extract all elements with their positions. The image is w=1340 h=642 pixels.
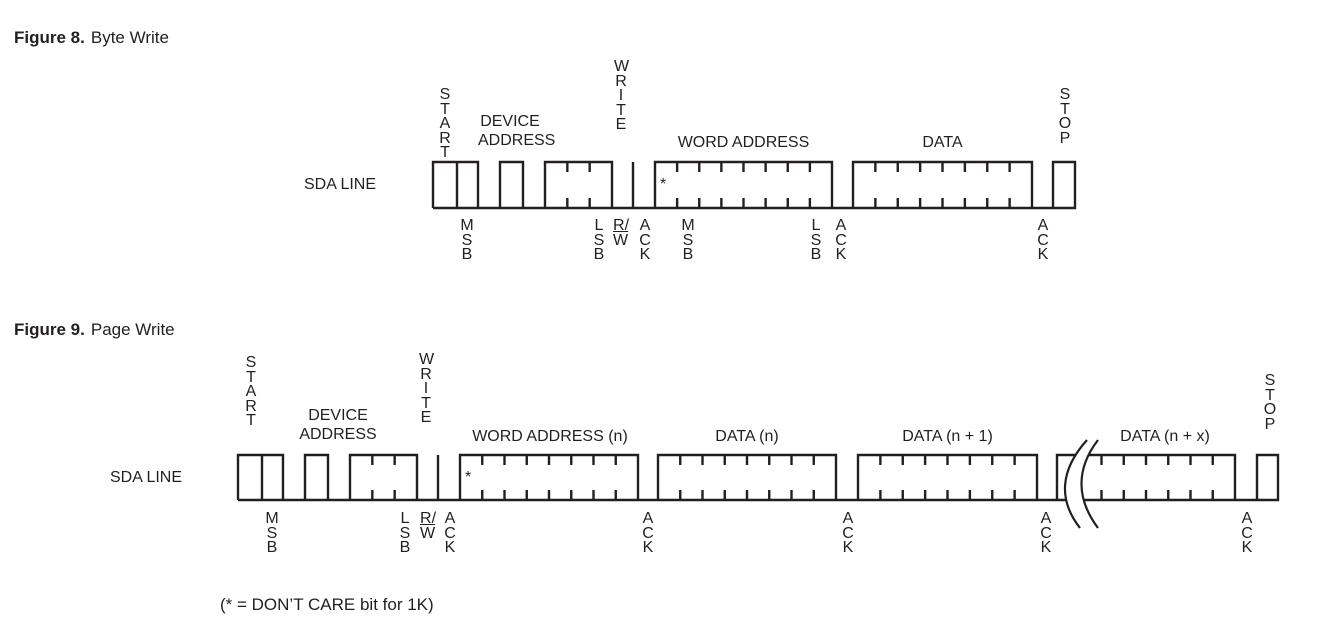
fig9-word-address-label: WORD ADDRESS (n) (472, 428, 628, 445)
fig8-sda-waveform (431, 160, 1077, 210)
fig9-ack-label: ACK (1241, 510, 1253, 556)
fig9-write-label: WRITE (419, 351, 435, 426)
fig8-start-label: START (439, 86, 451, 161)
fig9-start-label: START (245, 354, 257, 429)
fig8-rw-label: R/W (613, 217, 630, 249)
fig8-msb-label: MSB (460, 217, 474, 263)
fig9-ack-label: ACK (842, 510, 854, 556)
fig9-rw-label: R/W (420, 510, 437, 542)
rw-w: W (613, 231, 629, 249)
fig9-stop-label: STOP (1263, 372, 1277, 433)
rw-r: R (420, 510, 432, 527)
fig8-lsb-label: LSB (593, 217, 605, 263)
fig9-lsb-label: LSB (399, 510, 411, 556)
fig9-device-address-label: DEVICE ADDRESS (299, 407, 377, 443)
figure-9-number: Figure 9. (14, 320, 85, 339)
fig8-stop-label: STOP (1058, 86, 1072, 147)
figure-9-caption: Figure 9. Page Write (14, 320, 175, 340)
figure-8-title: Byte Write (90, 28, 169, 47)
rw-r: R (613, 217, 625, 234)
figure-8-number: Figure 8. (14, 28, 85, 47)
fig8-sda-line-label: SDA LINE (304, 176, 377, 193)
fig8-word-msb-label: MSB (681, 217, 695, 263)
break-mark-icon (1063, 439, 1099, 529)
fig8-ack-label: ACK (835, 217, 847, 263)
fig9-data-n1-label: DATA (n + 1) (902, 428, 993, 445)
rw-slash: / (624, 217, 630, 234)
figure-8-caption: Figure 8. Byte Write (14, 28, 169, 48)
fig8-word-lsb-label: LSB (810, 217, 822, 263)
fig9-data-n-label: DATA (n) (715, 428, 779, 445)
fig9-sda-line-label: SDA LINE (110, 469, 183, 486)
fig9-ack-label: ACK (642, 510, 654, 556)
fig8-device-address-label: DEVICE ADDRESS (478, 113, 556, 149)
fig9-ack-label: ACK (444, 510, 456, 556)
fig8-word-address-label: WORD ADDRESS (677, 134, 810, 151)
rw-slash: / (431, 510, 437, 527)
rw-w: W (420, 524, 436, 542)
footnote: (* = DON’T CARE bit for 1K) (220, 595, 434, 614)
fig8-dont-care-mark: * (660, 176, 667, 193)
fig8-data-label: DATA (922, 134, 963, 151)
fig8-ack-label: ACK (639, 217, 651, 263)
fig9-data-nx-label: DATA (n + x) (1120, 428, 1210, 445)
fig9-sda-waveform (236, 453, 1280, 502)
fig9-msb-label: MSB (265, 510, 279, 556)
fig8-ack-label: ACK (1037, 217, 1049, 263)
fig9-ack-label: ACK (1040, 510, 1052, 556)
fig8-write-label: WRITE (614, 58, 630, 133)
fig9-dont-care-mark: * (465, 469, 472, 486)
figure-9-title: Page Write (90, 320, 175, 339)
